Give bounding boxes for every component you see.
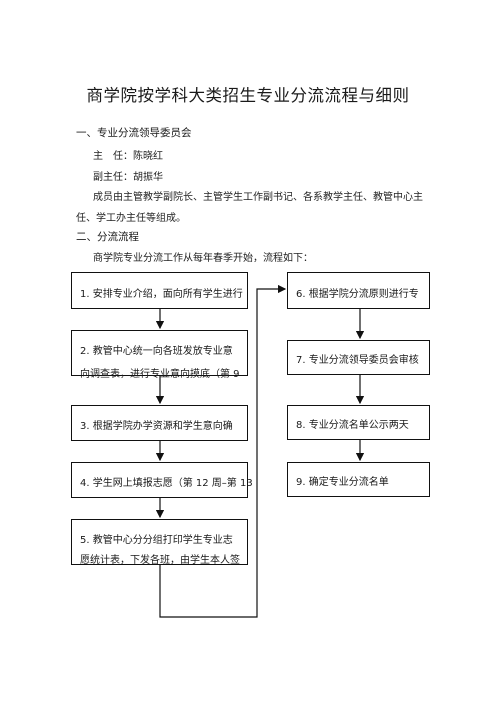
flow-step-2: 2. 教管中心统一向各班发放专业意 向调查表，进行专业意向摸底（第 9 xyxy=(71,330,248,380)
flow-step-6-text: 6. 根据学院分流原则进行专 xyxy=(296,289,419,300)
flow-step-5-text-line1: 5. 教管中心分分组打印学生专业志 xyxy=(80,535,233,546)
flow-step-2-text-line1: 2. 教管中心统一向各班发放专业意 xyxy=(80,346,233,357)
flow-step-1: 1. 安排专业介绍，面向所有学生进行 xyxy=(71,272,248,309)
process-intro: 商学院专业分流工作从每年春季开始，流程如下： xyxy=(93,253,313,264)
section-heading-committee: 一、专业分流领导委员会 xyxy=(76,127,192,139)
flow-step-4: 4. 学生网上填报志愿（第 12 周–第 13 xyxy=(71,462,253,498)
flow-step-9-text: 9. 确定专业分流名单 xyxy=(296,477,389,488)
flow-step-5: 5. 教管中心分分组打印学生专业志 愿统计表，下发各班，由学生本人签 xyxy=(71,519,248,566)
flow-step-1-text: 1. 安排专业介绍，面向所有学生进行 xyxy=(80,289,243,300)
section-heading-process: 二、分流流程 xyxy=(76,231,139,243)
flow-step-3: 3. 根据学院办学资源和学生意向确 xyxy=(71,405,248,441)
flow-step-7: 7. 专业分流领导委员会审核 xyxy=(287,340,430,375)
flow-step-3-text: 3. 根据学院办学资源和学生意向确 xyxy=(80,421,233,432)
members-text-line2: 任、学工办主任等组成。 xyxy=(76,213,186,224)
flow-step-8-text: 8. 专业分流名单公示两天 xyxy=(296,420,409,431)
members-text-line1: 成员由主管教学副院长、主管学生工作副书记、各系教学主任、教管中心主 xyxy=(93,192,423,203)
flow-step-4-text: 4. 学生网上填报志愿（第 12 周–第 13 xyxy=(80,478,253,489)
flow-step-7-text: 7. 专业分流领导委员会审核 xyxy=(296,355,419,366)
flow-step-2-text-line2: 向调查表，进行专业意向摸底（第 9 xyxy=(80,369,240,380)
arrow-5-to-6 xyxy=(159,284,287,618)
page-title: 商学院按学科大类招生专业分流流程与细则 xyxy=(86,86,410,105)
flow-step-8: 8. 专业分流名单公示两天 xyxy=(287,405,430,440)
flow-step-9: 9. 确定专业分流名单 xyxy=(287,462,430,497)
flow-step-6: 6. 根据学院分流原则进行专 xyxy=(287,272,430,309)
director-line: 主 任：陈晓红 xyxy=(93,151,163,162)
deputy-director-line: 副主任：胡振华 xyxy=(93,172,163,183)
flow-step-5-text-line2: 愿统计表，下发各班，由学生本人签 xyxy=(80,555,240,566)
